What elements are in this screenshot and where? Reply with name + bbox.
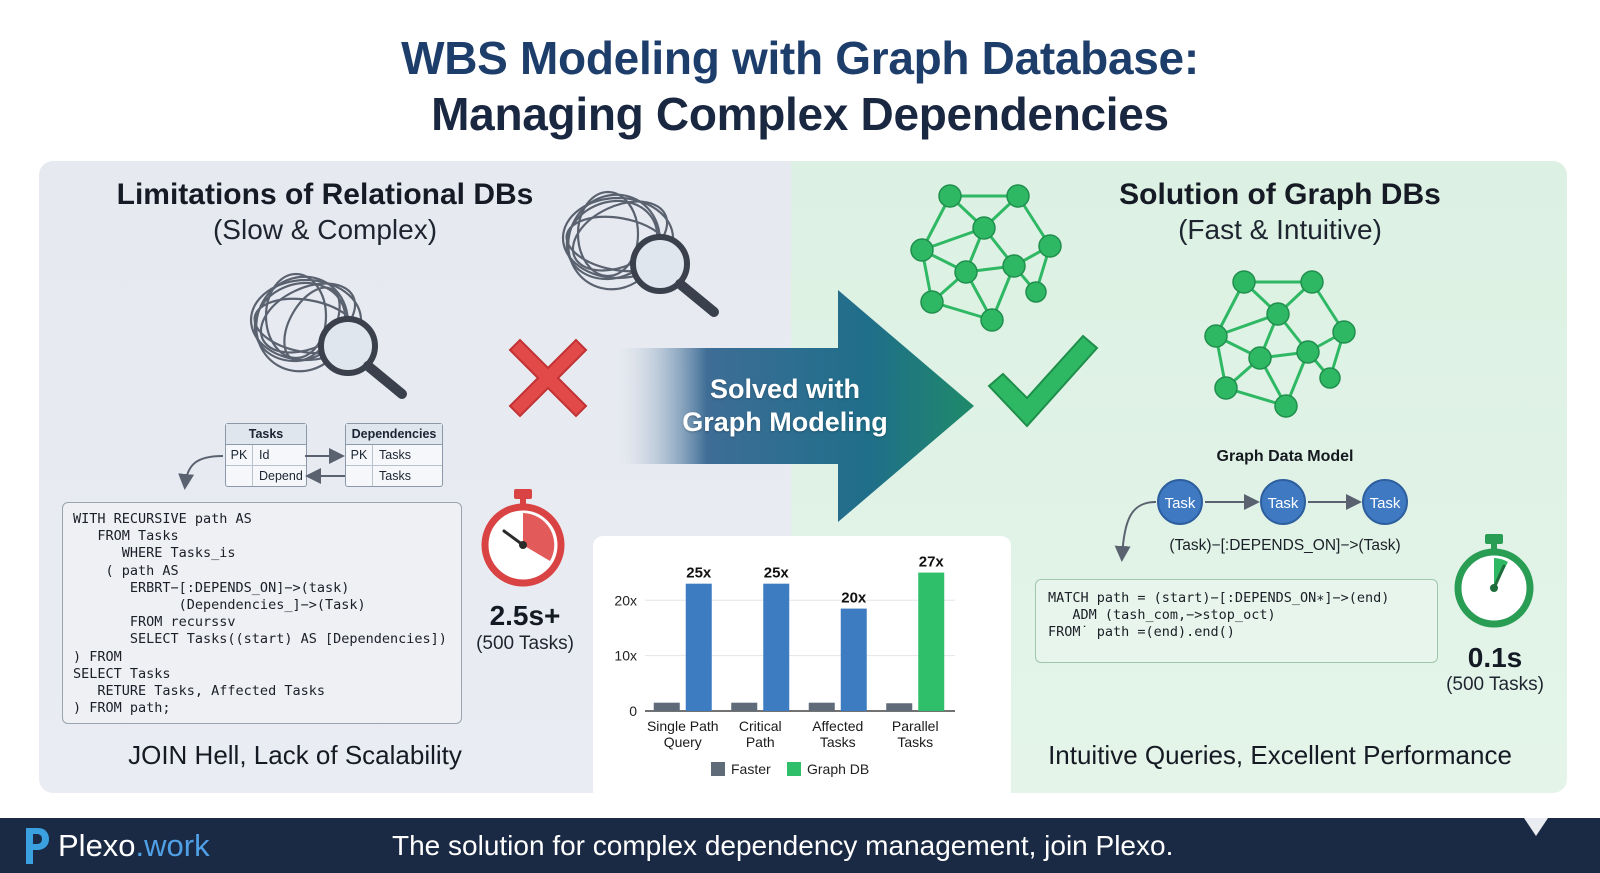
bar-graphdb [840, 608, 867, 711]
x-tick-label: Critical [739, 718, 782, 734]
legend-label-faster: Faster [731, 761, 771, 777]
table-row: PK Id [226, 445, 306, 466]
y-tick-label: 10x [614, 648, 637, 664]
y-tick-label: 0 [629, 703, 637, 719]
table-key: PK [346, 445, 373, 465]
tasks-table-name: Tasks [226, 424, 306, 445]
tangle-magnifier-icon [249, 272, 407, 399]
relational-time-note: (500 Tasks) [476, 633, 574, 654]
sql-code: WITH RECURSIVE path AS FROM Tasks WHERE … [73, 511, 447, 717]
legend-swatch-faster [711, 762, 725, 776]
arrow-label-line2: Graph Modeling [682, 407, 888, 437]
cypher-code-box: MATCH path = (start)−[:DEPENDS_ON∗]−>(en… [1035, 579, 1438, 663]
x-tick-label: Tasks [897, 734, 933, 750]
tasks-table: Tasks PK Id Depend [225, 423, 307, 487]
check-icon [987, 334, 1099, 428]
table-row: PK Tasks [346, 445, 442, 466]
table-field: Tasks [379, 469, 411, 483]
arrow-label-line1: Solved with [709, 374, 861, 404]
x-tick-label: Tasks [820, 734, 856, 750]
dependencies-table: Dependencies PK Tasks Tasks [345, 423, 443, 487]
bar-graphdb [918, 572, 945, 711]
y-tick-label: 20x [614, 592, 637, 608]
bar-faster [653, 702, 680, 711]
network-graph-icon [910, 184, 1062, 332]
task-node: Task [1362, 479, 1408, 525]
relational-footer: JOIN Hell, Lack of Scalability [128, 740, 462, 770]
page-title-line2: Managing Complex Dependencies [431, 88, 1169, 140]
table-field: Depend [259, 469, 303, 483]
table-row: Tasks [346, 466, 442, 486]
table-key: PK [226, 445, 253, 465]
table-key [226, 466, 253, 486]
bookmark-marker [1524, 818, 1548, 836]
cypher-code: MATCH path = (start)−[:DEPENDS_ON∗]−>(en… [1048, 590, 1390, 641]
brand-main: Plexo [58, 828, 136, 863]
sql-code-box: WITH RECURSIVE path AS FROM Tasks WHERE … [62, 502, 462, 724]
cross-icon [508, 338, 588, 418]
graph-time: 0.1s [1467, 642, 1523, 673]
stopwatch-red-icon [481, 489, 565, 587]
x-tick-label: Path [746, 734, 775, 750]
relational-time: 2.5s+ [489, 600, 561, 631]
legend-swatch-graphdb [787, 762, 801, 776]
graph-subheading: (Fast & Intuitive) [1178, 214, 1382, 245]
bar-faster [731, 702, 758, 711]
relation-arrows [178, 448, 345, 490]
graph-heading: Solution of Graph DBs [1119, 178, 1441, 211]
table-key [346, 466, 373, 486]
table-field: Id [259, 448, 270, 462]
table-row: Depend [226, 466, 306, 486]
x-tick-label: Parallel [892, 718, 939, 734]
bar-value-label: 25x [764, 565, 790, 582]
bar-faster [808, 702, 835, 711]
node-arrows [1114, 494, 1362, 562]
bar-graphdb [685, 583, 712, 711]
relation-pattern: (Task)−[:DEPENDS_ON]−>(Task) [1169, 537, 1401, 554]
relational-heading: Limitations of Relational DBs [116, 178, 534, 211]
graph-footer: Intuitive Queries, Excellent Performance [1048, 740, 1512, 770]
bar-value-label: 20x [841, 590, 867, 607]
bar-graphdb [763, 583, 790, 711]
task-node: Task [1157, 479, 1203, 525]
bar-value-label: 25x [686, 565, 712, 582]
transition-arrow [618, 290, 974, 522]
relational-subheading: (Slow & Complex) [212, 214, 438, 245]
task-node: Task [1260, 479, 1306, 525]
bar-faster [886, 703, 913, 711]
brand-name[interactable]: Plexo.work [58, 818, 210, 873]
page-title-line1: WBS Modeling with Graph Database: [401, 32, 1199, 84]
stopwatch-green-icon [1454, 534, 1534, 628]
graph-model-label: Graph Data Model [1216, 448, 1354, 465]
table-field: Tasks [379, 448, 411, 462]
brand-suffix: .work [135, 828, 210, 863]
x-tick-label: Query [664, 734, 702, 750]
tangle-magnifier-icon [561, 190, 719, 317]
x-tick-label: Affected [812, 718, 863, 734]
graph-time-note: (500 Tasks) [1446, 674, 1544, 695]
plexo-logo-icon [26, 828, 49, 864]
network-graph-icon [1204, 270, 1356, 418]
x-tick-label: Single Path [647, 718, 719, 734]
bar-value-label: 27x [919, 554, 945, 571]
legend-label-graphdb: Graph DB [807, 761, 869, 777]
footer-tagline: The solution for complex dependency mana… [392, 830, 1174, 861]
dependencies-table-name: Dependencies [346, 424, 442, 445]
footer-bar [0, 818, 1600, 873]
